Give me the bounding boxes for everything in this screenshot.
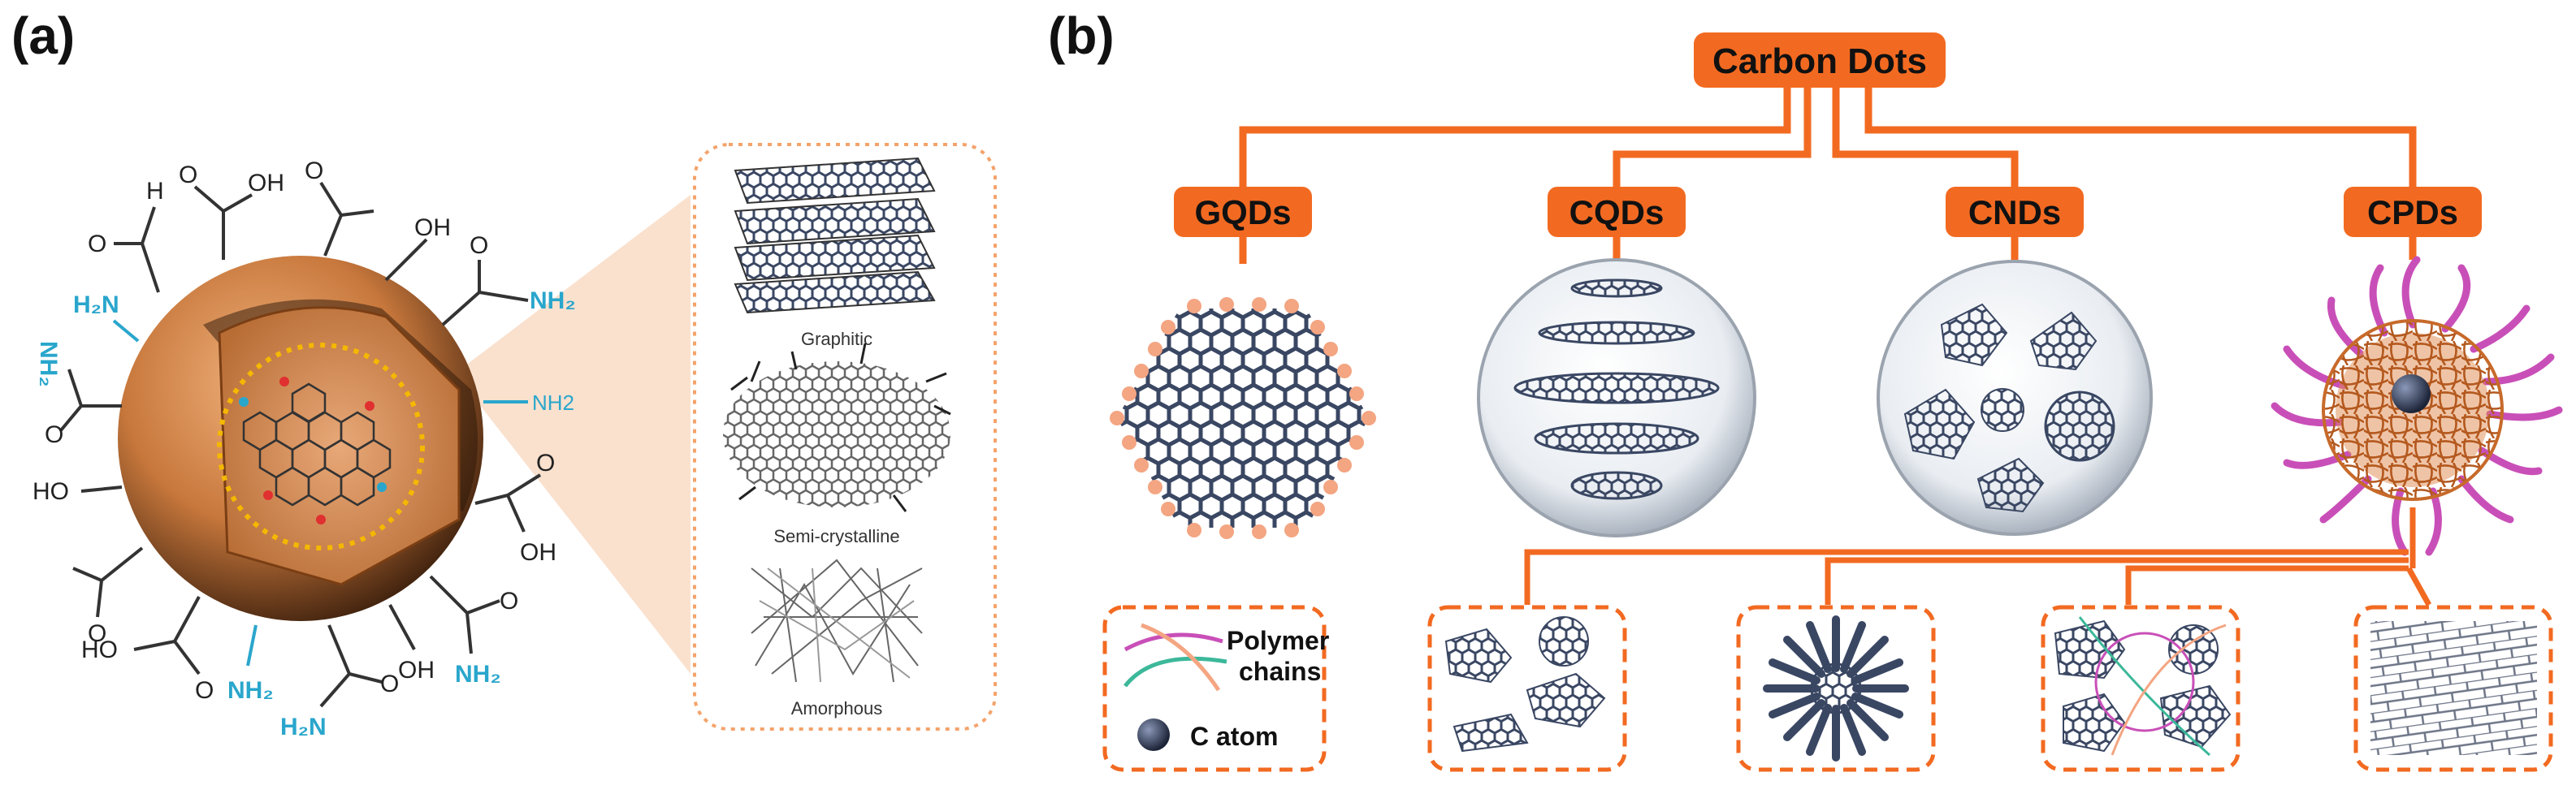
svg-text:OH: OH [520,539,556,566]
gqd-illustration [1110,297,1376,539]
svg-text:H: H [146,178,164,205]
svg-text:NH₂: NH₂ [227,677,274,704]
category-node-gqds: GQDs [1174,187,1312,237]
svg-text:O: O [88,620,106,647]
svg-text:O: O [470,232,488,259]
cpd-subtype-box-1 [1427,605,1627,772]
c-atom-swatch [1137,718,1170,751]
svg-text:O: O [195,677,214,704]
core-ring [217,343,425,550]
category-node-cnds: CNDs [1946,187,2084,237]
svg-text:O: O [536,450,555,477]
polymer-chain-swatch-2 [1123,656,1227,688]
cpd-illustration [2271,256,2563,556]
panel-a-label: (a) [11,6,75,65]
legend-c-atom: C atom [1190,722,1278,751]
svg-text:OH: OH [398,657,435,684]
svg-text:CQDs: CQDs [1569,193,1665,231]
legend-polymer-chains-line1: Polymer [1227,626,1329,655]
svg-text:GQDs: GQDs [1194,193,1291,231]
callout-wedge [455,195,691,674]
polymer-chain-swatch-1 [1123,632,1223,652]
legend-polymer-chains-line2: chains [1239,657,1321,686]
amorphous-structure-illustration [751,559,923,683]
svg-text:OH: OH [414,214,451,241]
core-heteroatoms [239,377,387,524]
svg-text:O: O [500,588,518,615]
cpd-subtype-box-2 [1736,605,1936,772]
semi-crystalline-structure-illustration [723,343,951,512]
svg-text:H₂N: H₂N [73,291,119,318]
legend-box: Polymer chains C atom [1102,605,1329,772]
category-down-connectors [1239,237,2417,264]
cpd-subtree-connectors [1524,507,2432,606]
cnd-illustration [1877,260,2153,536]
svg-text:O: O [305,158,323,184]
core-molecular-network [242,382,392,507]
panel-b-label: (b) [1048,6,1115,65]
cqd-illustration [1477,258,1756,537]
svg-text:O: O [179,162,197,188]
bottom-h2n-label: H₂N [280,714,327,740]
tree-connectors [1239,88,2417,187]
svg-text:O: O [88,231,106,257]
carbon-dot-sphere [118,256,483,621]
svg-text:CPDs: CPDs [2367,193,2458,231]
amide-bottom-nh2-label: NH₂ [455,661,501,688]
graphitic-structure-illustration [734,157,936,314]
polymer-chain-swatch-3 [1141,623,1221,692]
surface-functional-groups: H O O OH O OH O NH₂ NH2 O OH O NH₂ OH O … [32,158,576,740]
svg-text:HO: HO [81,636,118,663]
svg-text:Carbon Dots: Carbon Dots [1712,41,1927,81]
svg-text:O: O [380,671,399,697]
root-node-carbon-dots: Carbon Dots [1694,32,1946,88]
structure-label-semi-crystalline: Semi-crystalline [773,526,899,546]
svg-text:OH: OH [248,170,284,196]
cpd-subtype-box-4 [2353,605,2553,772]
left-nh2-label: NH₂ [35,341,62,387]
svg-text:CNDs: CNDs [1968,193,2061,231]
amide-nh2-label: NH₂ [530,287,576,314]
svg-text:O: O [45,421,63,448]
structure-label-amorphous: Amorphous [791,698,883,718]
cpd-subtype-box-3 [2041,605,2240,772]
structure-label-graphitic: Graphitic [801,329,872,349]
svg-text:HO: HO [32,478,69,505]
category-node-cpds: CPDs [2344,187,2482,237]
svg-text:NH2: NH2 [532,391,574,415]
category-node-cqds: CQDs [1548,187,1686,237]
